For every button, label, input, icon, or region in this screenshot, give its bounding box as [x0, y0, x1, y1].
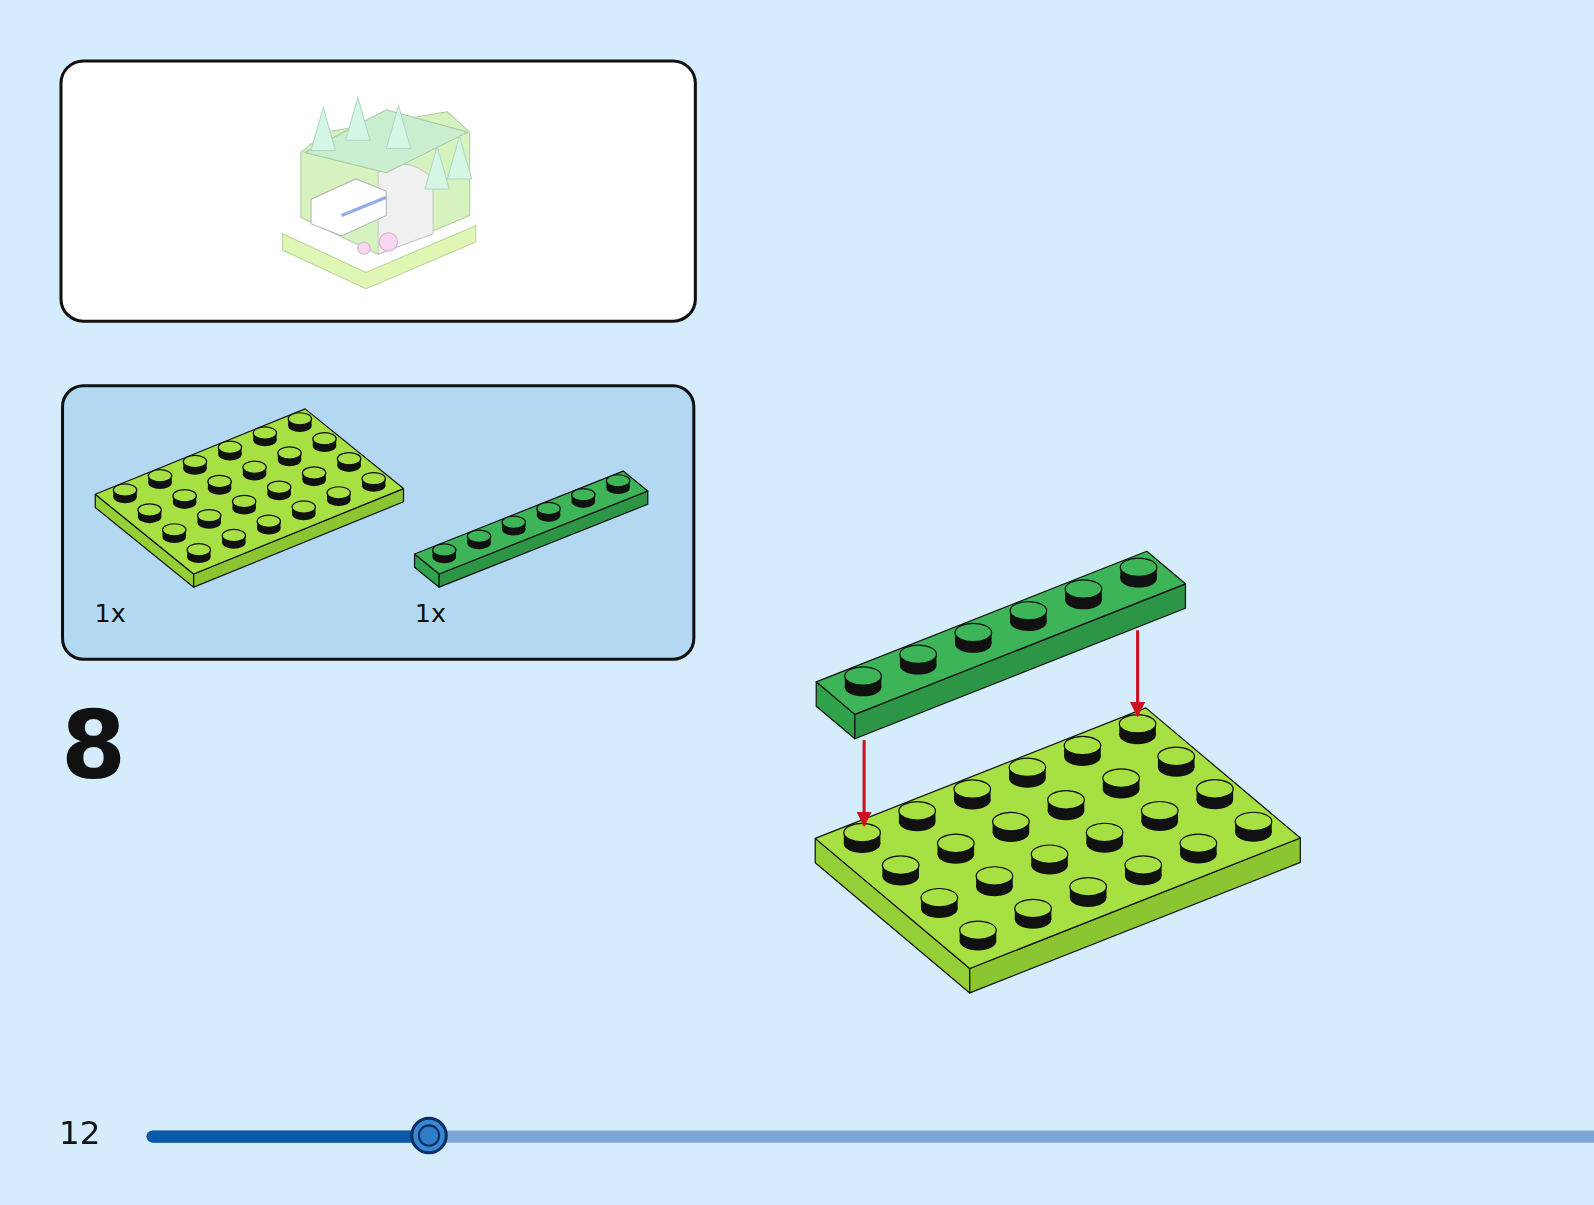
lime-plate-4x6 [95, 409, 403, 587]
stud [467, 530, 490, 549]
stud [113, 484, 136, 503]
stud [960, 921, 997, 950]
stud [327, 487, 350, 506]
stud [183, 455, 206, 474]
stud [302, 467, 325, 486]
stud [222, 529, 245, 548]
stud [253, 427, 276, 446]
stud [1065, 580, 1102, 609]
stud [1158, 747, 1195, 776]
stud [921, 889, 958, 918]
stud [537, 502, 560, 521]
stud [1064, 736, 1101, 765]
progress-marker [412, 1118, 447, 1153]
stud [362, 473, 385, 492]
placement-arrow [1136, 630, 1139, 715]
stud [1009, 758, 1046, 787]
stud [187, 544, 210, 563]
stud [292, 501, 315, 520]
stud [267, 481, 290, 500]
stud [148, 470, 171, 489]
stud [232, 495, 255, 514]
stud [955, 623, 992, 652]
stud [899, 802, 936, 831]
stud [1031, 845, 1068, 874]
quantity-label: 1x [95, 601, 126, 626]
stud [198, 510, 221, 529]
stud [218, 441, 241, 460]
stud [1086, 823, 1123, 852]
stud [938, 834, 975, 863]
stud [1120, 558, 1157, 587]
stud [1180, 834, 1217, 863]
stud [278, 447, 301, 466]
green-plate-1x6 [415, 471, 648, 587]
stud [844, 823, 881, 852]
stud [882, 856, 919, 885]
stud [1125, 856, 1162, 885]
stud [976, 867, 1013, 896]
stud [243, 461, 266, 480]
stud [1048, 791, 1085, 820]
model-preview [283, 98, 476, 289]
stud [993, 812, 1030, 841]
parts-list-panel: 1x 1x [61, 384, 695, 661]
progress-fill [152, 1130, 429, 1142]
stud [572, 489, 595, 508]
stud [163, 524, 186, 543]
stud [606, 475, 629, 494]
stud [208, 475, 231, 494]
stud [138, 504, 161, 523]
placement-arrow [863, 740, 866, 825]
parts-illustration [64, 387, 692, 657]
stud [1010, 602, 1047, 631]
stud [1119, 715, 1156, 744]
stud [1015, 899, 1052, 928]
stud [1197, 780, 1234, 809]
stud [173, 490, 196, 509]
stud [288, 413, 311, 432]
stud [845, 667, 882, 696]
stud [1103, 769, 1140, 798]
stud [337, 453, 360, 472]
lime-plate-4x6 [815, 708, 1300, 993]
stud [954, 780, 991, 809]
quantity-label: 1x [415, 601, 446, 626]
stud [1141, 801, 1178, 830]
stud [900, 645, 937, 674]
stud [313, 433, 336, 452]
preview-panel [61, 61, 695, 321]
page-number: 12 [59, 1116, 100, 1149]
stud [1235, 812, 1272, 841]
stud [502, 516, 525, 535]
stud [257, 515, 280, 534]
green-plate-1x6 [816, 551, 1185, 738]
progress-marker-inner [419, 1125, 439, 1145]
progress-track [152, 1130, 1594, 1142]
step-number: 8 [61, 699, 126, 793]
stud [433, 544, 456, 563]
stud [1070, 878, 1107, 907]
